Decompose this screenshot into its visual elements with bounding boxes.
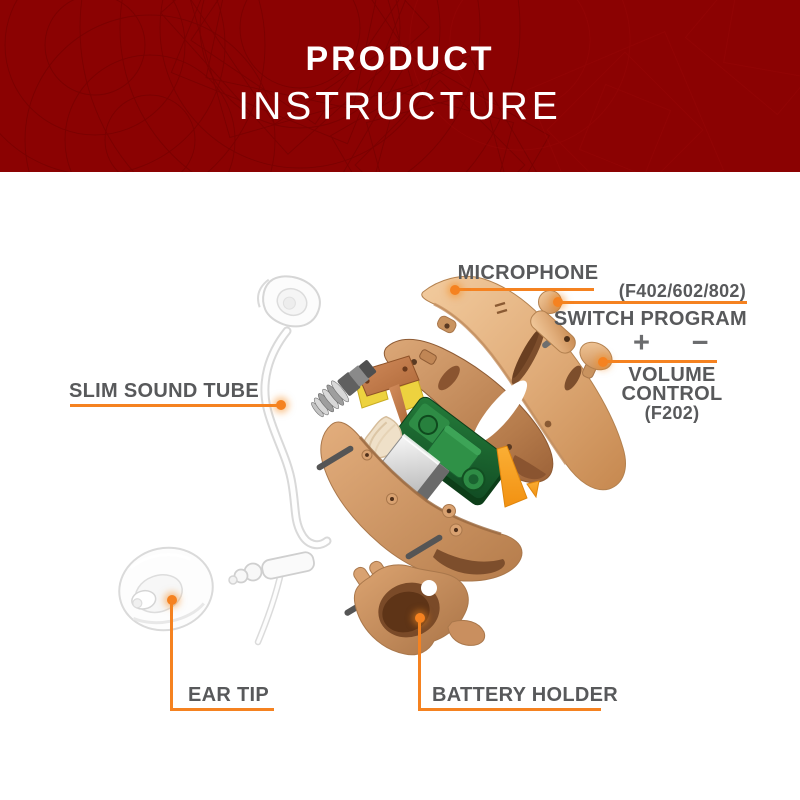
label-volume-control: VOLUME CONTROL (F202) [612, 364, 732, 423]
microphone-leader-line [455, 288, 594, 291]
ear-tip-leader-line-vertical [170, 599, 173, 711]
switch-program-leader-line [557, 301, 747, 304]
header-title-line2: INSTRUCTURE [238, 85, 562, 128]
ear-tip-anchor-dot [167, 595, 177, 605]
label-volume-line2: CONTROL [621, 383, 723, 405]
slim-sound-tube-leader-line [70, 404, 278, 407]
volume-control-anchor-dot [598, 357, 608, 367]
switch-program-lever [530, 290, 613, 379]
header-banner: PRODUCT INSTRUCTURE [0, 0, 800, 172]
switch-program-anchor-dot [553, 297, 563, 307]
label-plus-minus: + − [633, 327, 709, 360]
battery-holder-anchor-dot [415, 613, 425, 623]
battery-holder-leader-line-vertical [418, 617, 421, 711]
header-title-line1: PRODUCT [305, 40, 495, 78]
ear-tip-leader-line-horizontal [170, 708, 274, 711]
label-microphone: MICROPHONE [457, 262, 599, 284]
slim-sound-tube-anchor-dot [276, 400, 286, 410]
pin-rod [316, 445, 354, 471]
label-volume-line1: VOLUME [628, 364, 716, 386]
bottom-shell [320, 421, 523, 582]
header-title: PRODUCT INSTRUCTURE [0, 0, 800, 129]
middle-frame [383, 338, 554, 483]
label-ear-tip: EAR TIP [188, 684, 269, 706]
plus-icon: + [633, 327, 651, 359]
volume-control-leader-line [602, 360, 717, 363]
microphone-anchor-dot [450, 285, 460, 295]
label-volume-line3: (F202) [644, 403, 700, 423]
label-battery-holder: BATTERY HOLDER [432, 684, 619, 706]
label-model-variants: (F402/602/802) [618, 281, 746, 301]
ear-tip-part [118, 546, 214, 632]
receiver [311, 360, 403, 459]
battery-holder-leader-line-horizontal [418, 708, 601, 711]
minus-icon: − [691, 327, 709, 359]
slim-sound-tube [254, 275, 332, 646]
contact-strip [389, 384, 410, 429]
circuit-board [394, 396, 509, 506]
label-switch-program: SWITCH PROGRAM [553, 308, 747, 330]
pin-rod [405, 534, 443, 560]
tube-connector [228, 551, 315, 585]
label-slim-sound-tube: SLIM SOUND TUBE [69, 380, 260, 402]
orange-clip [496, 445, 540, 508]
tube-dome-tip [257, 275, 321, 328]
banner-guilloche-pattern [0, 0, 800, 172]
